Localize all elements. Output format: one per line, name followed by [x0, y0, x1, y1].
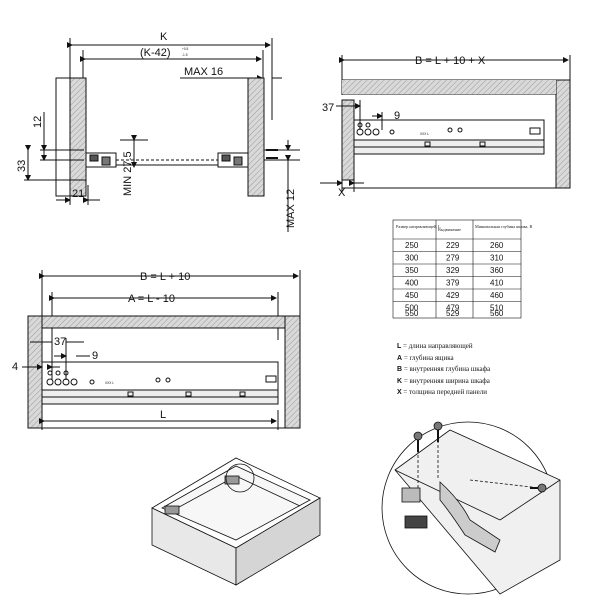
- label-a-formula: A = L - 10: [128, 293, 175, 305]
- table-cell: 460: [490, 291, 504, 300]
- label-37-bottom: 37: [54, 336, 66, 348]
- side-view-with-front: [320, 55, 571, 192]
- label-max-12: MAX 12: [285, 189, 297, 228]
- table-cell: 429: [446, 291, 460, 300]
- size-table: [392, 219, 522, 319]
- right-cabinet-wall: [247, 77, 265, 197]
- fastener-detail: [381, 421, 561, 595]
- cabinet-cross-section-labels: K (K-42) +0.5 -1.5 MAX 16 12 33 21 MIN 2…: [16, 31, 297, 228]
- table-cell: 229: [446, 241, 460, 250]
- label-33: 33: [16, 160, 28, 172]
- legend-item: K = внутренняя ширина шкафа: [397, 376, 490, 385]
- table-cell: 410: [490, 279, 504, 288]
- label-k: K: [160, 31, 168, 43]
- legend-item: X = толщина передней панели: [397, 388, 487, 396]
- table-cell: 279: [446, 254, 460, 263]
- label-37-top: 37: [322, 102, 334, 114]
- table-cell: 510: [490, 304, 504, 313]
- rail-marking-top: XXX L: [420, 132, 429, 136]
- table-cell: 350: [405, 266, 419, 275]
- table-cell: 529: [446, 309, 460, 318]
- label-4: 4: [12, 361, 18, 373]
- table-cell: 450: [405, 291, 419, 300]
- table-cell: 329: [446, 266, 460, 275]
- left-cabinet-wall: [69, 77, 87, 197]
- table-cell: 560: [490, 309, 504, 318]
- table-cell: 479: [446, 304, 460, 313]
- legend-item: A = глубина ящика: [397, 353, 454, 362]
- label-x: X: [338, 187, 346, 199]
- legend: L = длина направляющей A = глубина ящика…: [397, 341, 597, 399]
- cabinet-cross-section: [24, 38, 300, 232]
- side-view-with-front-labels: B = L + 10 + X 37 9 X XXX L: [322, 55, 486, 199]
- table-cell: 360: [490, 266, 504, 275]
- table-cell: 300: [405, 254, 419, 263]
- table-cell: 260: [490, 241, 504, 250]
- side-view-standard: [22, 270, 301, 430]
- table-cell: 379: [446, 279, 460, 288]
- label-min-27-5: MIN 27.5: [122, 151, 134, 196]
- table-header-b: Минимальная глубина ящика, B: [475, 224, 533, 230]
- table-cell: 550: [405, 309, 419, 318]
- label-9-top: 9: [394, 110, 400, 122]
- table-cell: 250: [405, 241, 419, 250]
- label-9-bottom: 9: [92, 350, 98, 362]
- legend-item: L = длина направляющей: [397, 342, 473, 350]
- table-header-l: Размер направляющей, L: [396, 224, 441, 230]
- label-b-formula-x: B = L + 10 + X: [415, 55, 486, 67]
- label-tolerance-minus: -1.5: [182, 53, 188, 57]
- label-k-minus: (K-42): [140, 47, 171, 59]
- table-cell: 310: [490, 254, 504, 263]
- table-header-extension: Выдвижение: [438, 227, 461, 232]
- table-cell: 400: [405, 279, 419, 288]
- table-cell: 500: [405, 304, 419, 313]
- legend-item: B = внутренняя глубина шкафа: [397, 365, 491, 373]
- drawer-isometric: [151, 457, 321, 586]
- label-12: 12: [32, 116, 44, 128]
- label-max-16: MAX 16: [184, 66, 223, 78]
- label-b-formula: B = L + 10: [140, 271, 190, 283]
- label-tolerance-plus: +0.5: [182, 47, 189, 51]
- label-21: 21: [72, 188, 84, 200]
- rail-marking-bottom: XXX L: [105, 381, 114, 385]
- side-view-standard-labels: B = L + 10 A = L - 10 37 9 4 L XXX L: [12, 271, 190, 421]
- size-table-text: Размер направляющей, L Выдвижение Минима…: [396, 224, 533, 318]
- label-l: L: [160, 409, 166, 421]
